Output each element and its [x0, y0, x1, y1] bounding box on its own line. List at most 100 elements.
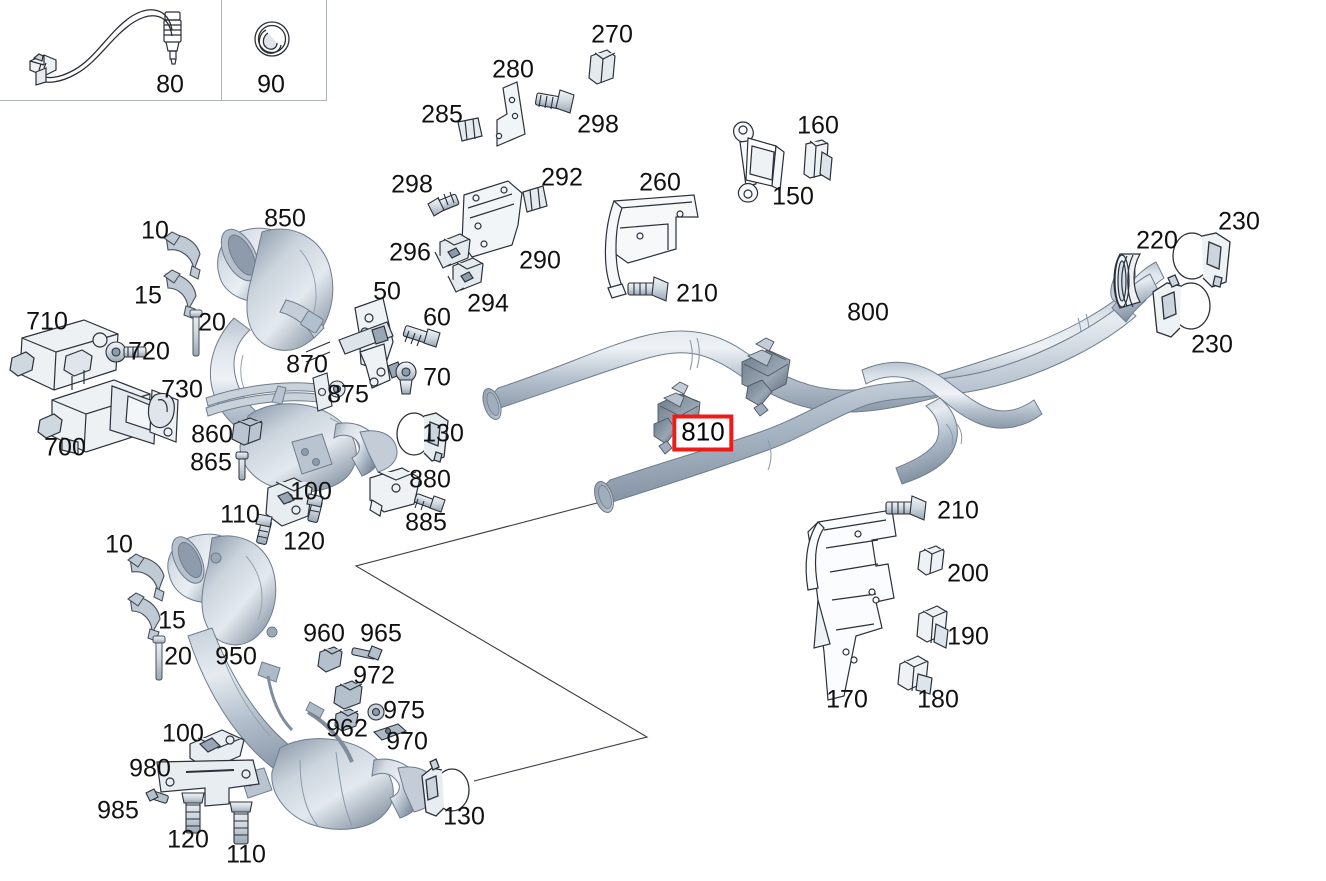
- part-294-clip: [447, 257, 484, 293]
- part-885-bolt: [413, 493, 446, 513]
- part-number-label: 230: [1218, 207, 1260, 236]
- part-number-label: 110: [220, 500, 260, 529]
- part-number-label: 210: [676, 279, 718, 308]
- part-210-bolt-lower: [885, 495, 927, 521]
- part-10-clamp-lower: [127, 553, 165, 602]
- part-number-label: 298: [577, 110, 619, 139]
- part-875-nut: [328, 380, 346, 398]
- part-number-label: 972: [353, 661, 395, 690]
- part-number-label: 720: [128, 337, 170, 366]
- inset-frame-90: [221, 0, 327, 101]
- part-number-label-highlighted[interactable]: 810: [672, 414, 734, 452]
- part-10-clamp-upper: [163, 231, 201, 280]
- part-number-label: 285: [421, 100, 463, 129]
- part-180-clip: [897, 655, 933, 695]
- part-number-label: 710: [26, 307, 68, 336]
- part-210-bolt-upper: [627, 276, 669, 302]
- part-number-label: 20: [164, 642, 192, 671]
- part-number-label: 110: [226, 840, 266, 869]
- part-number-label: 965: [360, 619, 402, 648]
- part-720-screw: [105, 341, 147, 363]
- part-number-label: 100: [162, 719, 204, 748]
- part-number-label: 120: [283, 527, 325, 556]
- part-number-label: 962: [326, 714, 368, 743]
- part-number-label: 170: [826, 685, 868, 714]
- inset-frame-80: [0, 0, 222, 101]
- part-980-bracket: [156, 759, 260, 807]
- part-number-label: 90: [257, 70, 285, 99]
- part-870-bracket-small: [312, 372, 333, 412]
- part-number-label: 15: [158, 606, 186, 635]
- part-number-label: 230: [1191, 330, 1233, 359]
- part-810-exhaust-flap-actuator-front: [741, 337, 791, 417]
- part-70-bolt: [395, 361, 417, 395]
- part-865-screw: [235, 451, 249, 481]
- part-number-label: 290: [519, 246, 561, 275]
- part-number-label: 296: [389, 238, 431, 267]
- part-150-bracket: [733, 121, 785, 203]
- part-number-label: 200: [947, 559, 989, 588]
- part-960-clip: [317, 646, 343, 673]
- part-100-bracket-upper: [265, 477, 313, 527]
- part-230-clamp-top: [1172, 232, 1231, 288]
- part-number-label: 292: [541, 163, 583, 192]
- part-number-label: 50: [373, 277, 401, 306]
- part-280-bracket: [495, 81, 526, 147]
- part-number-label: 100: [290, 477, 332, 506]
- part-number-label: 160: [797, 111, 839, 140]
- part-number-label: 270: [591, 20, 633, 49]
- part-298-bolt-mid: [427, 191, 460, 217]
- part-130-clamp-upper: [396, 412, 449, 463]
- part-190-clip: [916, 605, 949, 649]
- part-number-label: 130: [443, 802, 485, 831]
- part-270-clip: [588, 49, 616, 85]
- part-985-screw: [145, 788, 169, 804]
- part-170-heat-shield: [805, 509, 897, 701]
- part-110-bolt-upper: [255, 513, 273, 545]
- part-260-bracket: [604, 194, 699, 299]
- part-975-nut: [367, 703, 385, 721]
- part-number-label: 730: [161, 375, 203, 404]
- part-20-stud-lower: [152, 635, 166, 681]
- part-number-label: 960: [303, 619, 345, 648]
- part-110-bolt-lower: [229, 801, 253, 845]
- part-number-label: 850: [264, 204, 306, 233]
- part-970-bracket: [372, 723, 408, 741]
- part-number-label: 20: [198, 308, 226, 337]
- part-965-pin: [351, 645, 383, 661]
- part-296-clip: [434, 233, 471, 269]
- part-number-label: 10: [105, 530, 133, 559]
- part-number-label: 294: [467, 289, 509, 318]
- part-290-flange: [461, 180, 523, 258]
- part-number-label: 150: [772, 182, 814, 211]
- part-number-label: 80: [156, 70, 184, 99]
- part-number-label: 700: [44, 433, 86, 462]
- part-number-label: 880: [409, 465, 451, 494]
- part-220-seal-ring: [1113, 253, 1142, 309]
- part-880-bracket: [369, 467, 421, 517]
- part-number-label: 885: [405, 508, 447, 537]
- part-120-bolt-upper: [306, 493, 324, 524]
- part-90-seal-ring: [254, 21, 290, 57]
- part-number-label: 298: [391, 170, 433, 199]
- callout-leader-line: [354, 502, 649, 782]
- part-number-label: 870: [286, 350, 328, 379]
- part-20-stud-upper: [189, 309, 203, 357]
- part-200-clip: [917, 545, 945, 576]
- part-number-label: 210: [937, 496, 979, 525]
- part-850-catalytic-converter-upper: [205, 227, 398, 493]
- part-972-clip: [333, 680, 363, 710]
- part-number-label: 800: [847, 298, 889, 327]
- part-number-label: 220: [1136, 226, 1178, 255]
- part-160-clip: [803, 139, 833, 182]
- part-800-center-exhaust-pipe: [482, 261, 1165, 513]
- part-number-label: 130: [422, 419, 464, 448]
- part-number-label: 865: [190, 448, 232, 477]
- part-80-oxygen-sensor: [29, 9, 182, 86]
- part-298-bolt-top: [534, 89, 575, 114]
- part-60-bolt: [402, 325, 441, 348]
- part-number-label: 260: [639, 168, 681, 197]
- part-710-control-module: [9, 319, 119, 391]
- part-292-clip: [522, 185, 548, 213]
- part-number-label: 190: [947, 622, 989, 651]
